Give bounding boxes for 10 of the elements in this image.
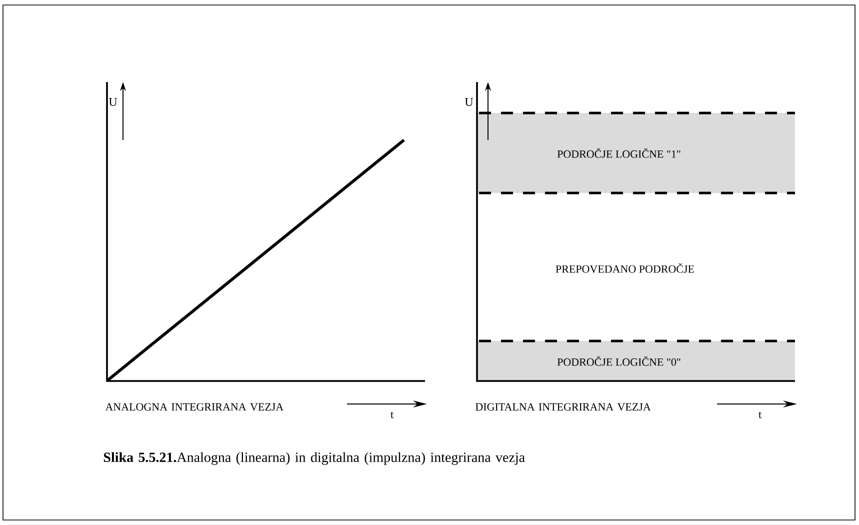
axis-label: DIGITALNA INTEGRIRANA VEZJA (476, 403, 651, 411)
shaded-band: PODROČJE LOGIČNE "0" (477, 340, 795, 381)
axis-label: t (390, 412, 394, 418)
axis-label: PREPOVEDANO PODROČJE (556, 263, 694, 273)
axis-label: U (108, 98, 118, 106)
shaded-band: PODROČJE LOGIČNE "1" (477, 112, 795, 194)
axis-label: t (758, 412, 762, 418)
caption: Slika 5.5.21.Analogna (linearna) in digitalna (impulzna) integrirana vezja (104, 452, 525, 465)
axis-label: U (464, 98, 474, 106)
axis-label: ANALOGNA INTEGRIRANA VEZJA (105, 403, 284, 411)
